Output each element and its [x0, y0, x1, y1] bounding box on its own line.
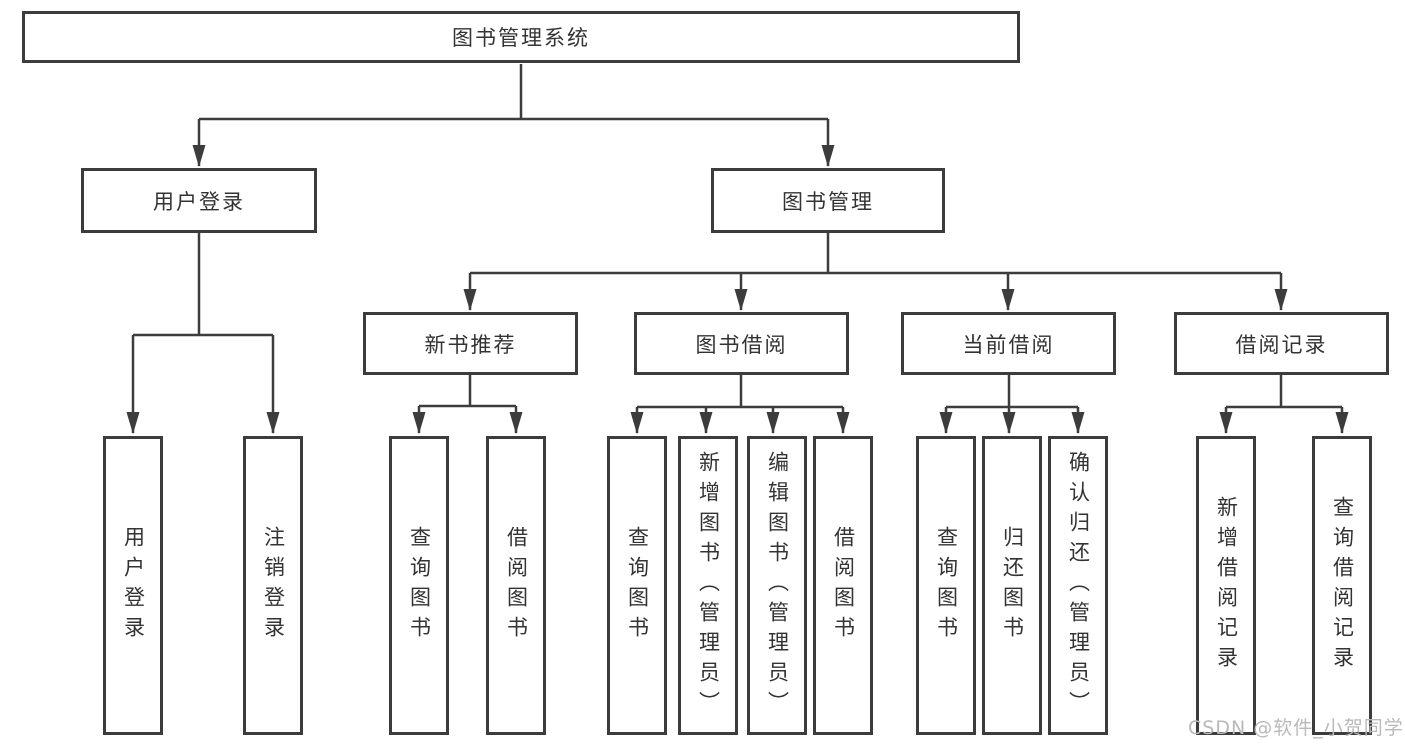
leaf-return-books: 归还图书 — [982, 436, 1042, 735]
node-book-borrowing-label: 图书借阅 — [695, 332, 788, 357]
leaf-query-books-borrowing-label: 查询图书 — [625, 525, 650, 646]
node-new-book-recommend-label: 新书推荐 — [424, 332, 517, 357]
leaf-borrow-books-recommend: 借阅图书 — [486, 436, 546, 735]
leaf-logout: 注销登录 — [243, 436, 303, 735]
node-book-management: 图书管理 — [711, 168, 945, 233]
node-user-login: 用户登录 — [81, 168, 317, 233]
node-user-login-label: 用户登录 — [153, 189, 245, 214]
leaf-query-borrow-record-label: 查询借阅记录 — [1330, 495, 1355, 676]
leaf-borrow-books-recommend-label: 借阅图书 — [504, 525, 529, 646]
node-new-book-recommend: 新书推荐 — [363, 312, 578, 375]
leaf-add-borrow-record: 新增借阅记录 — [1196, 436, 1256, 735]
node-root-system: 图书管理系统 — [22, 11, 1020, 63]
leaf-borrow-books-label: 借阅图书 — [831, 525, 856, 646]
leaf-query-borrow-record: 查询借阅记录 — [1312, 436, 1372, 735]
node-current-borrowing: 当前借阅 — [901, 312, 1116, 375]
leaf-confirm-return-admin: 确认归还（管理员） — [1048, 436, 1108, 735]
leaf-add-books-admin-label: 新增图书（管理员） — [696, 450, 721, 721]
leaf-query-books-recommend-label: 查询图书 — [407, 525, 432, 646]
leaf-user-login-label: 用户登录 — [121, 525, 146, 646]
leaf-borrow-books: 借阅图书 — [813, 436, 873, 735]
leaf-add-books-admin: 新增图书（管理员） — [678, 436, 738, 735]
node-borrowing-records: 借阅记录 — [1174, 312, 1389, 375]
leaf-confirm-return-admin-label: 确认归还（管理员） — [1066, 450, 1091, 721]
leaf-add-borrow-record-label: 新增借阅记录 — [1214, 495, 1239, 676]
node-current-borrowing-label: 当前借阅 — [962, 332, 1055, 357]
leaf-return-books-label: 归还图书 — [1000, 525, 1025, 646]
leaf-user-login: 用户登录 — [103, 436, 163, 735]
connector-segments — [133, 64, 1342, 409]
leaf-query-books-recommend: 查询图书 — [389, 436, 449, 735]
node-book-management-label: 图书管理 — [782, 189, 874, 214]
node-borrowing-records-label: 借阅记录 — [1235, 332, 1328, 357]
leaf-query-books-borrowing: 查询图书 — [607, 436, 667, 735]
leaf-edit-books-admin: 编辑图书（管理员） — [747, 436, 807, 735]
leaf-edit-books-admin-label: 编辑图书（管理员） — [765, 450, 790, 721]
leaf-query-books-current-label: 查询图书 — [934, 525, 959, 646]
node-book-borrowing: 图书借阅 — [634, 312, 849, 375]
csdn-watermark: CSDN @软件_小贺同学 — [1188, 717, 1404, 739]
node-root-system-label: 图书管理系统 — [452, 26, 590, 50]
leaf-logout-label: 注销登录 — [261, 525, 286, 646]
connector-arrows — [126, 119, 1349, 434]
leaf-query-books-current: 查询图书 — [916, 436, 976, 735]
